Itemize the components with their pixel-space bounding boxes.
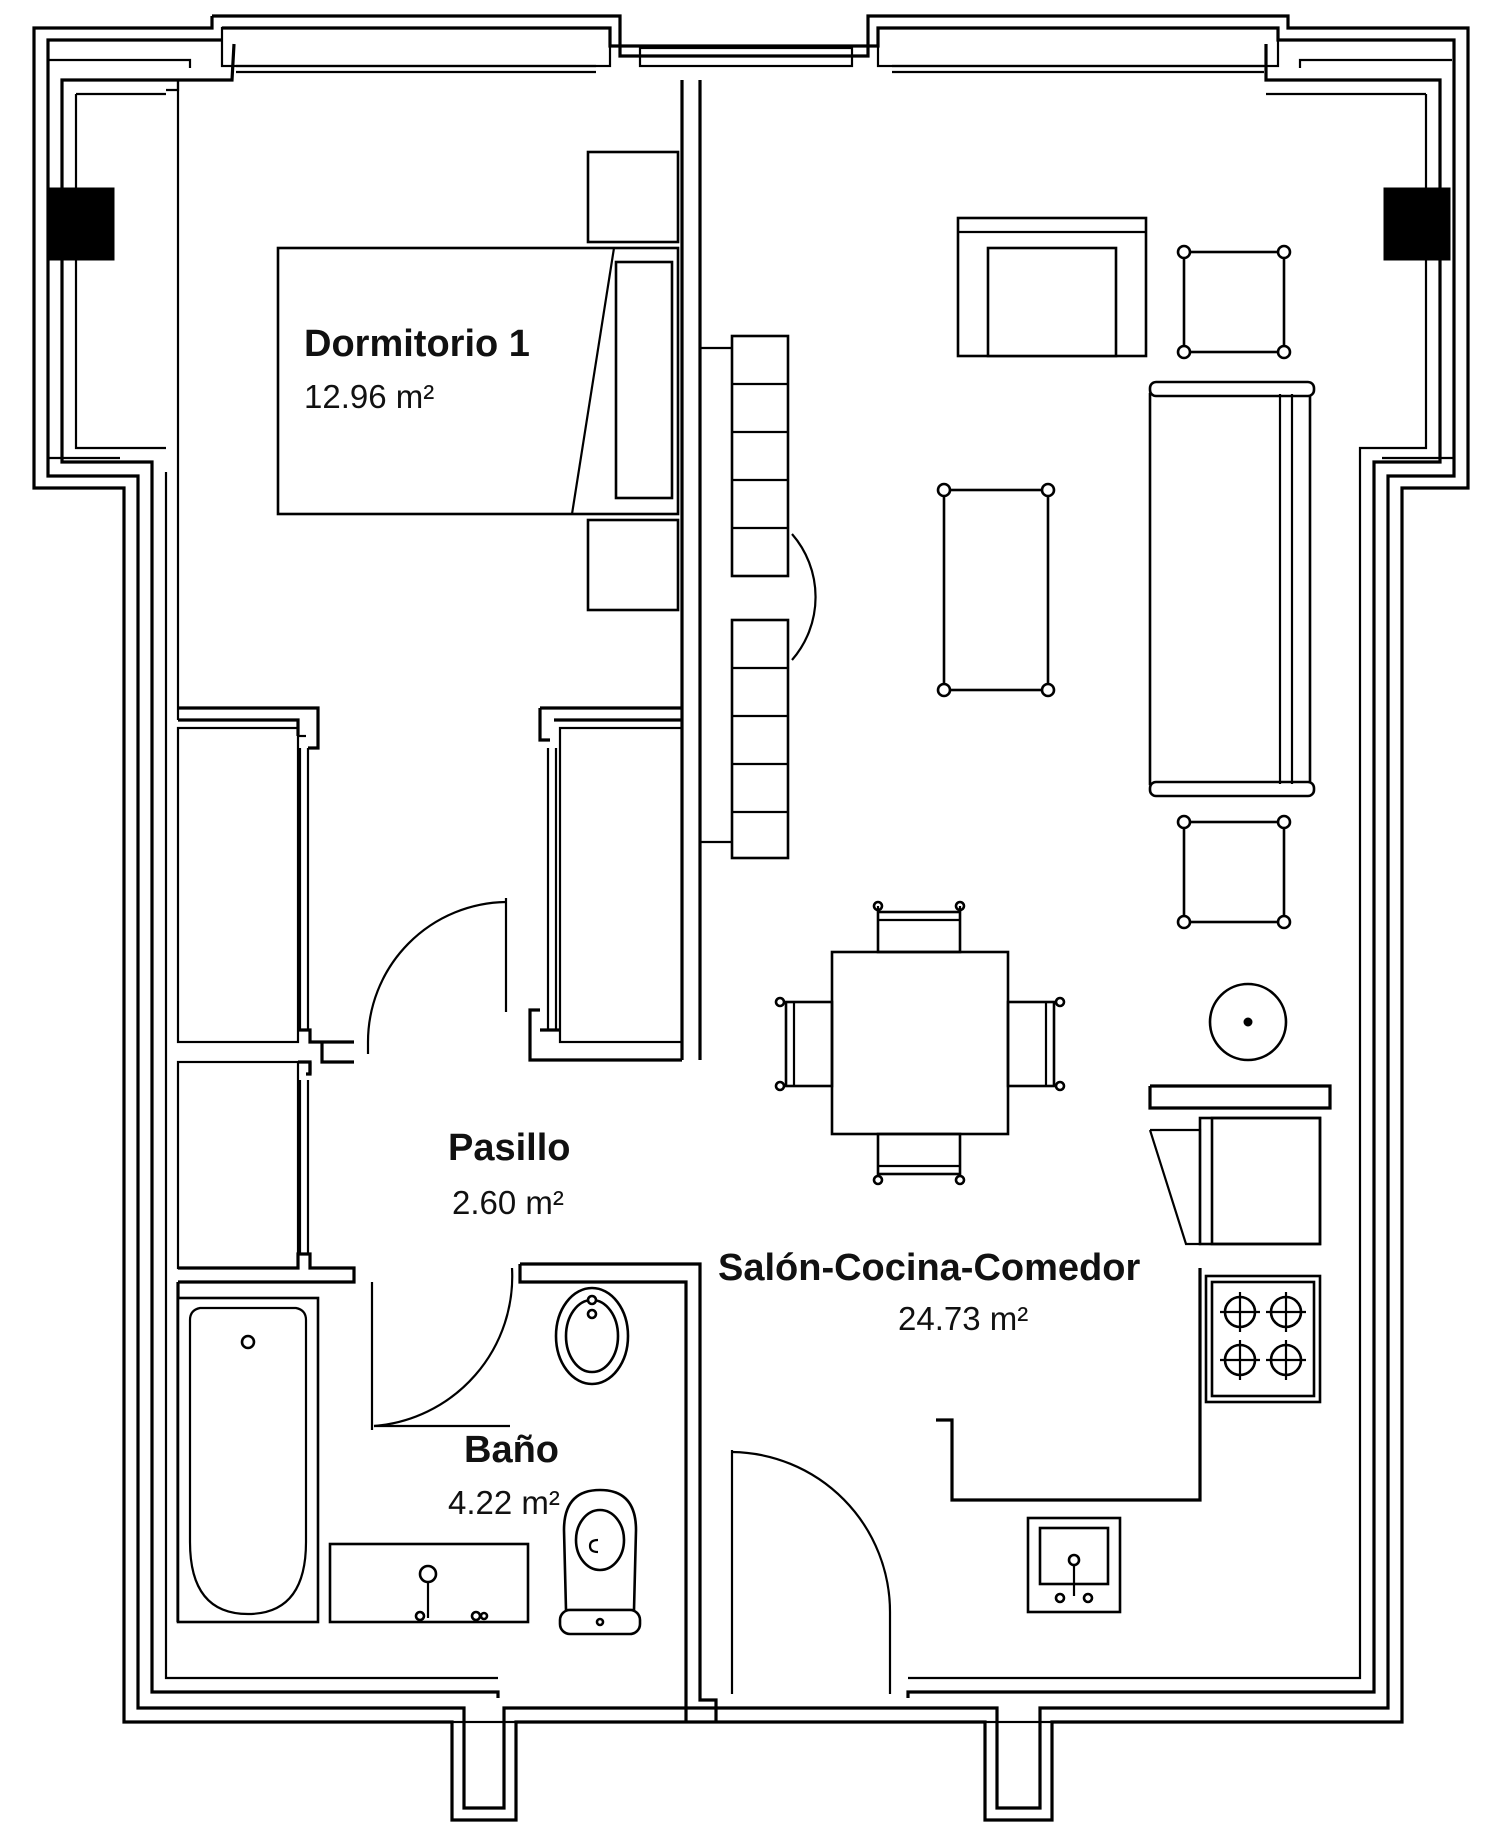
bookshelf bbox=[700, 334, 790, 860]
door-entrance bbox=[730, 1450, 892, 1694]
nightstand-top bbox=[586, 150, 680, 244]
room-name-pasillo: Pasillo bbox=[448, 1127, 571, 1169]
side-table-top bbox=[1176, 244, 1292, 360]
coffee-table bbox=[936, 482, 1056, 698]
room-name-salon: Salón-Cocina-Comedor bbox=[718, 1247, 1140, 1289]
door-sliding bbox=[791, 533, 817, 661]
room-area-bano: 4.22 m² bbox=[448, 1484, 560, 1521]
pillar-left bbox=[47, 187, 115, 261]
bidet bbox=[554, 1286, 630, 1386]
bottom-wall-stubs bbox=[450, 1720, 1054, 1822]
pillar-right bbox=[1383, 187, 1451, 261]
side-table-bottom bbox=[1176, 814, 1292, 930]
stove bbox=[1204, 1274, 1322, 1404]
washbasin-counter bbox=[328, 1542, 530, 1624]
label-dormitorio: Dormitorio 1 12.96 m² bbox=[304, 323, 530, 415]
label-pasillo: Pasillo 2.60 m² bbox=[448, 1127, 571, 1221]
bathtub bbox=[176, 1296, 320, 1624]
label-salon: Salón-Cocina-Comedor 24.73 m² bbox=[718, 1247, 1140, 1337]
window-living bbox=[876, 26, 1280, 74]
door-bedroom bbox=[366, 898, 508, 1054]
room-name-bano: Baño bbox=[464, 1429, 559, 1471]
toilet bbox=[558, 1488, 642, 1636]
room-area-pasillo: 2.60 m² bbox=[452, 1184, 564, 1221]
nightstand-bottom bbox=[586, 518, 680, 612]
room-name-dormitorio: Dormitorio 1 bbox=[304, 323, 530, 365]
room-area-salon: 24.73 m² bbox=[898, 1300, 1028, 1337]
dining-table bbox=[774, 900, 1066, 1186]
room-area-dormitorio: 12.96 m² bbox=[304, 378, 434, 415]
fridge bbox=[1148, 1116, 1322, 1246]
bed bbox=[276, 246, 680, 516]
label-bano: Baño 4.22 m² bbox=[448, 1429, 560, 1521]
interior-walls bbox=[176, 80, 1332, 1722]
window-bedroom bbox=[220, 26, 612, 74]
armchair bbox=[956, 216, 1148, 358]
kitchen-sink bbox=[1026, 1516, 1122, 1614]
sofa bbox=[1148, 380, 1316, 798]
door-bath bbox=[373, 1267, 514, 1428]
round-table bbox=[1208, 982, 1288, 1062]
